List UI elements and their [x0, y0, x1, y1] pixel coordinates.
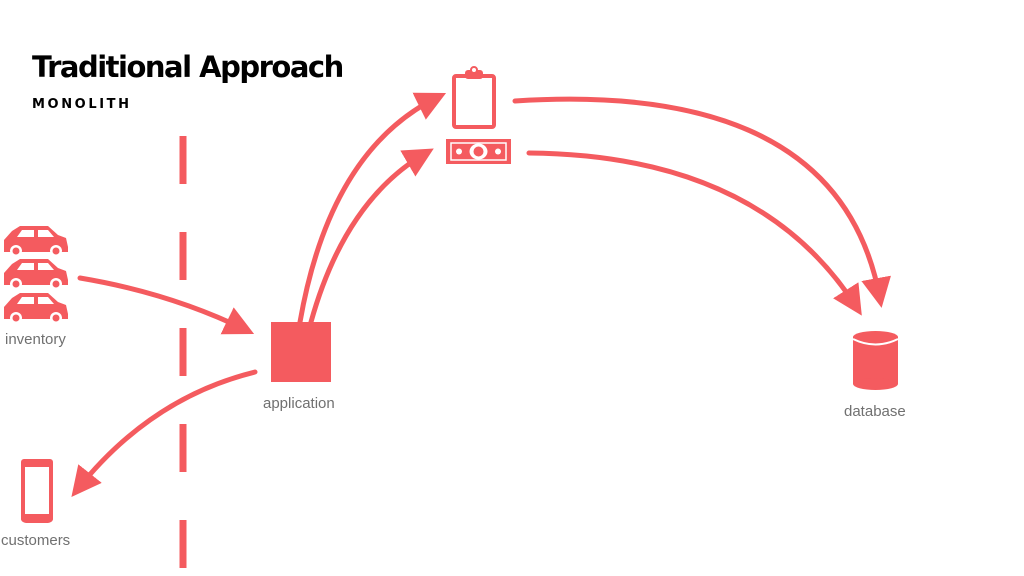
arrow-application-to-payments	[308, 148, 434, 325]
arrow-application-to-customers	[71, 369, 258, 498]
car-icon	[4, 259, 68, 290]
page-title: Traditional Approach	[32, 50, 344, 84]
arrow-application-to-orders	[297, 92, 447, 325]
inventory-label: inventory	[5, 331, 66, 348]
page-subtitle: MONOLITH	[32, 97, 132, 112]
customers-label: customers	[1, 532, 71, 549]
database-icon	[852, 331, 899, 390]
database-label: database	[844, 403, 906, 420]
banknote-icon	[446, 139, 511, 164]
car-icon	[4, 293, 68, 324]
arrow-orders-to-database	[512, 96, 891, 308]
application-block	[271, 322, 331, 382]
arrow-inventory-to-application	[77, 275, 255, 335]
inventory-icon	[4, 226, 68, 324]
car-icon	[4, 226, 68, 257]
smartphone-icon	[21, 459, 53, 523]
arrow-payments-to-database	[526, 150, 862, 316]
application-label: application	[263, 395, 335, 412]
clipboard-icon	[452, 66, 496, 129]
